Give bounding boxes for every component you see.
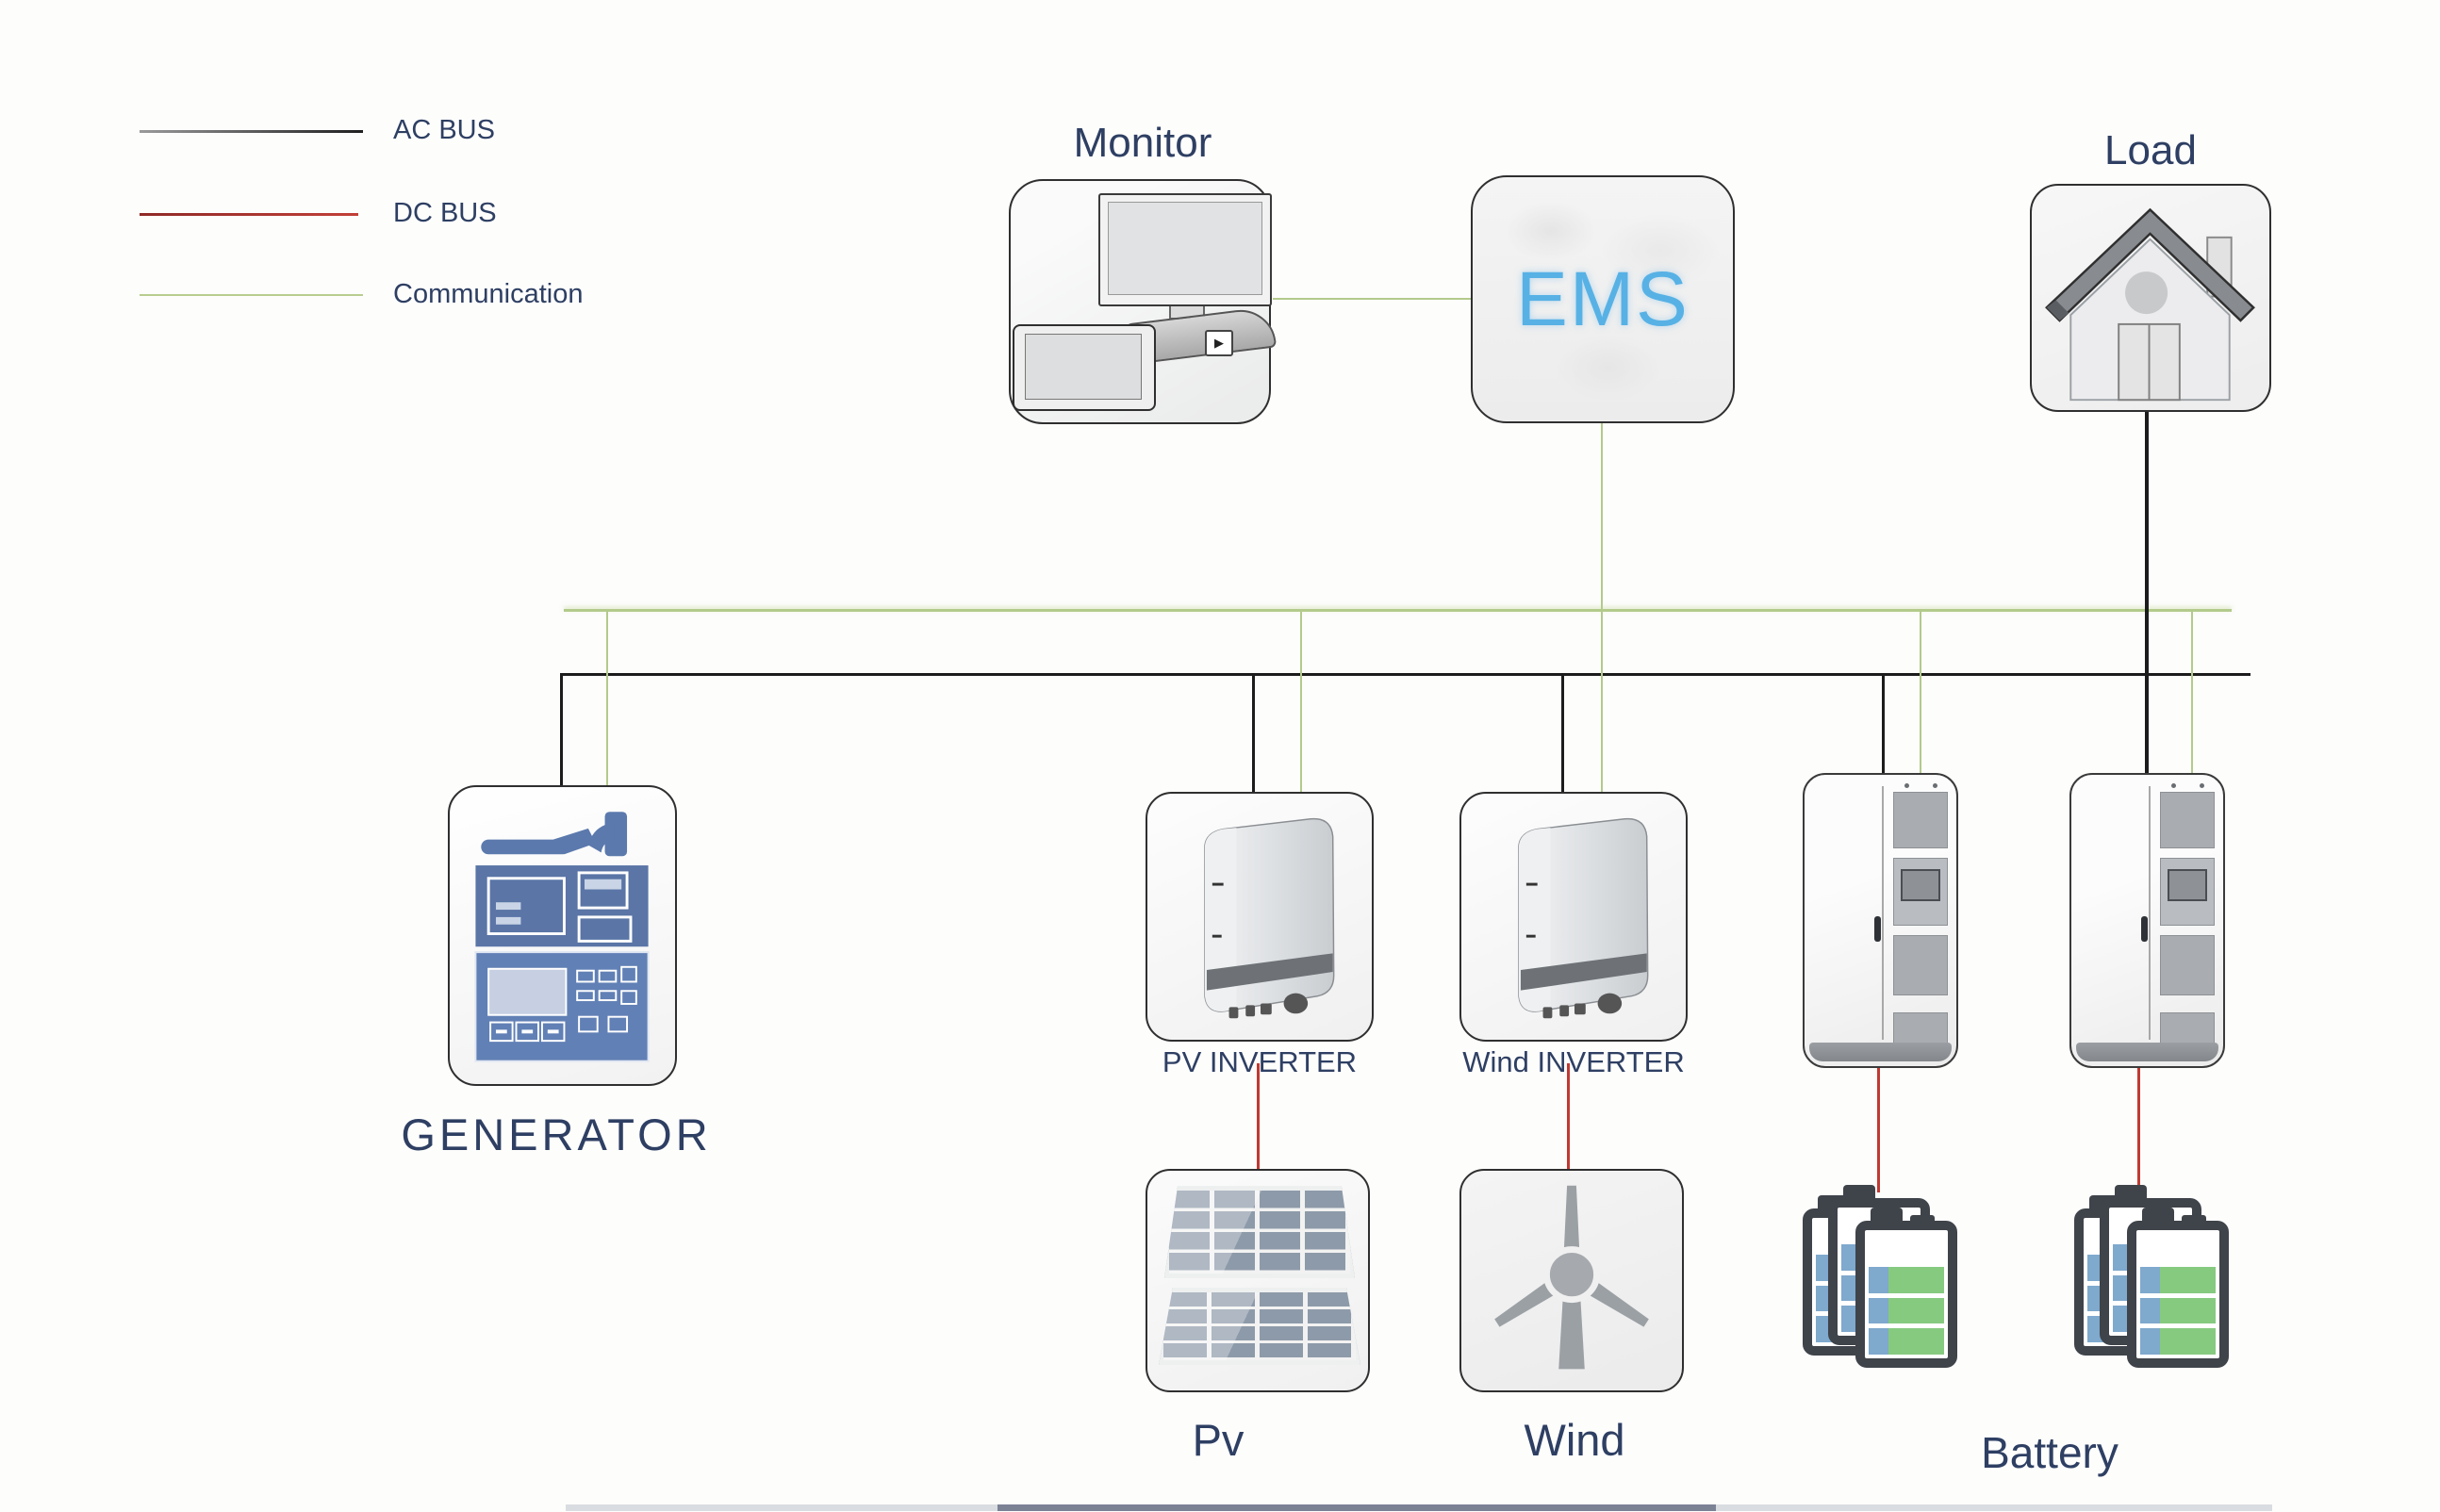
load-label: Load <box>2104 127 2197 173</box>
monitor-ems-communication-line <box>1273 298 1471 300</box>
generator-communication-drop <box>606 610 608 786</box>
generator-label: GENERATOR <box>401 1109 712 1159</box>
legend-label-dc: DC BUS <box>393 198 497 228</box>
generator-node <box>448 785 677 1086</box>
wind-inverter-node <box>1459 792 1688 1042</box>
bottom-edge-strip-dark <box>997 1504 1716 1511</box>
legend-label-comm: Communication <box>393 279 584 309</box>
battery1-dc-line <box>1877 1068 1880 1192</box>
battery-cabinet1-communication-drop <box>1920 610 1921 774</box>
pv-dc-line <box>1257 1063 1260 1169</box>
wind-inverter-ac-drop <box>1561 673 1564 793</box>
mouse-icon: ▶ <box>1205 330 1233 356</box>
legend-communication-line <box>140 294 363 296</box>
ems-label: EMS <box>1516 255 1690 342</box>
battery-cabinet1-ac-drop <box>1882 673 1885 774</box>
legend-dc-bus-line <box>140 213 358 216</box>
monitor-label: Monitor <box>1073 120 1212 166</box>
wind-label: Wind <box>1524 1415 1625 1465</box>
legend-label-ac: AC BUS <box>393 115 495 145</box>
generator-icon <box>474 812 650 1062</box>
battery-pack2-icon <box>2074 1185 2231 1389</box>
pv-label: Pv <box>1192 1415 1245 1465</box>
load-ac-drop <box>2145 412 2149 774</box>
inverter-icon <box>1204 817 1335 1019</box>
battery-cabinet1-icon <box>1803 773 1958 1068</box>
ems-node: EMS <box>1471 175 1735 423</box>
inverter-icon <box>1518 817 1649 1019</box>
battery-cabinet2-communication-drop <box>2191 610 2193 774</box>
pv-node <box>1146 1169 1370 1392</box>
wind-dc-line <box>1567 1063 1570 1169</box>
ac-bus-line <box>561 673 2250 676</box>
battery2-dc-line <box>2137 1068 2140 1192</box>
communication-bus-line <box>564 609 2232 612</box>
ems-communication-drop <box>1601 423 1603 792</box>
pv-inverter-communication-drop <box>1300 610 1302 793</box>
load-node <box>2030 184 2271 412</box>
wind-inverter-label: Wind INVERTER <box>1462 1045 1685 1078</box>
battery-cabinet2-icon <box>2069 773 2225 1068</box>
house-icon <box>2045 207 2255 402</box>
battery-pack1-icon <box>1803 1185 1959 1389</box>
wind-turbine-icon <box>1494 1185 1649 1370</box>
laptop-icon <box>1013 324 1156 411</box>
generator-ac-drop <box>560 673 563 786</box>
pv-inverter-node <box>1146 792 1374 1042</box>
pv-inverter-ac-drop <box>1252 673 1255 793</box>
battery-label: Battery <box>1981 1428 2119 1477</box>
wind-node <box>1459 1169 1684 1392</box>
monitor-node: ▶ <box>1009 179 1278 424</box>
pv-inverter-label: PV INVERTER <box>1162 1045 1358 1078</box>
legend-ac-bus-line <box>140 130 363 133</box>
